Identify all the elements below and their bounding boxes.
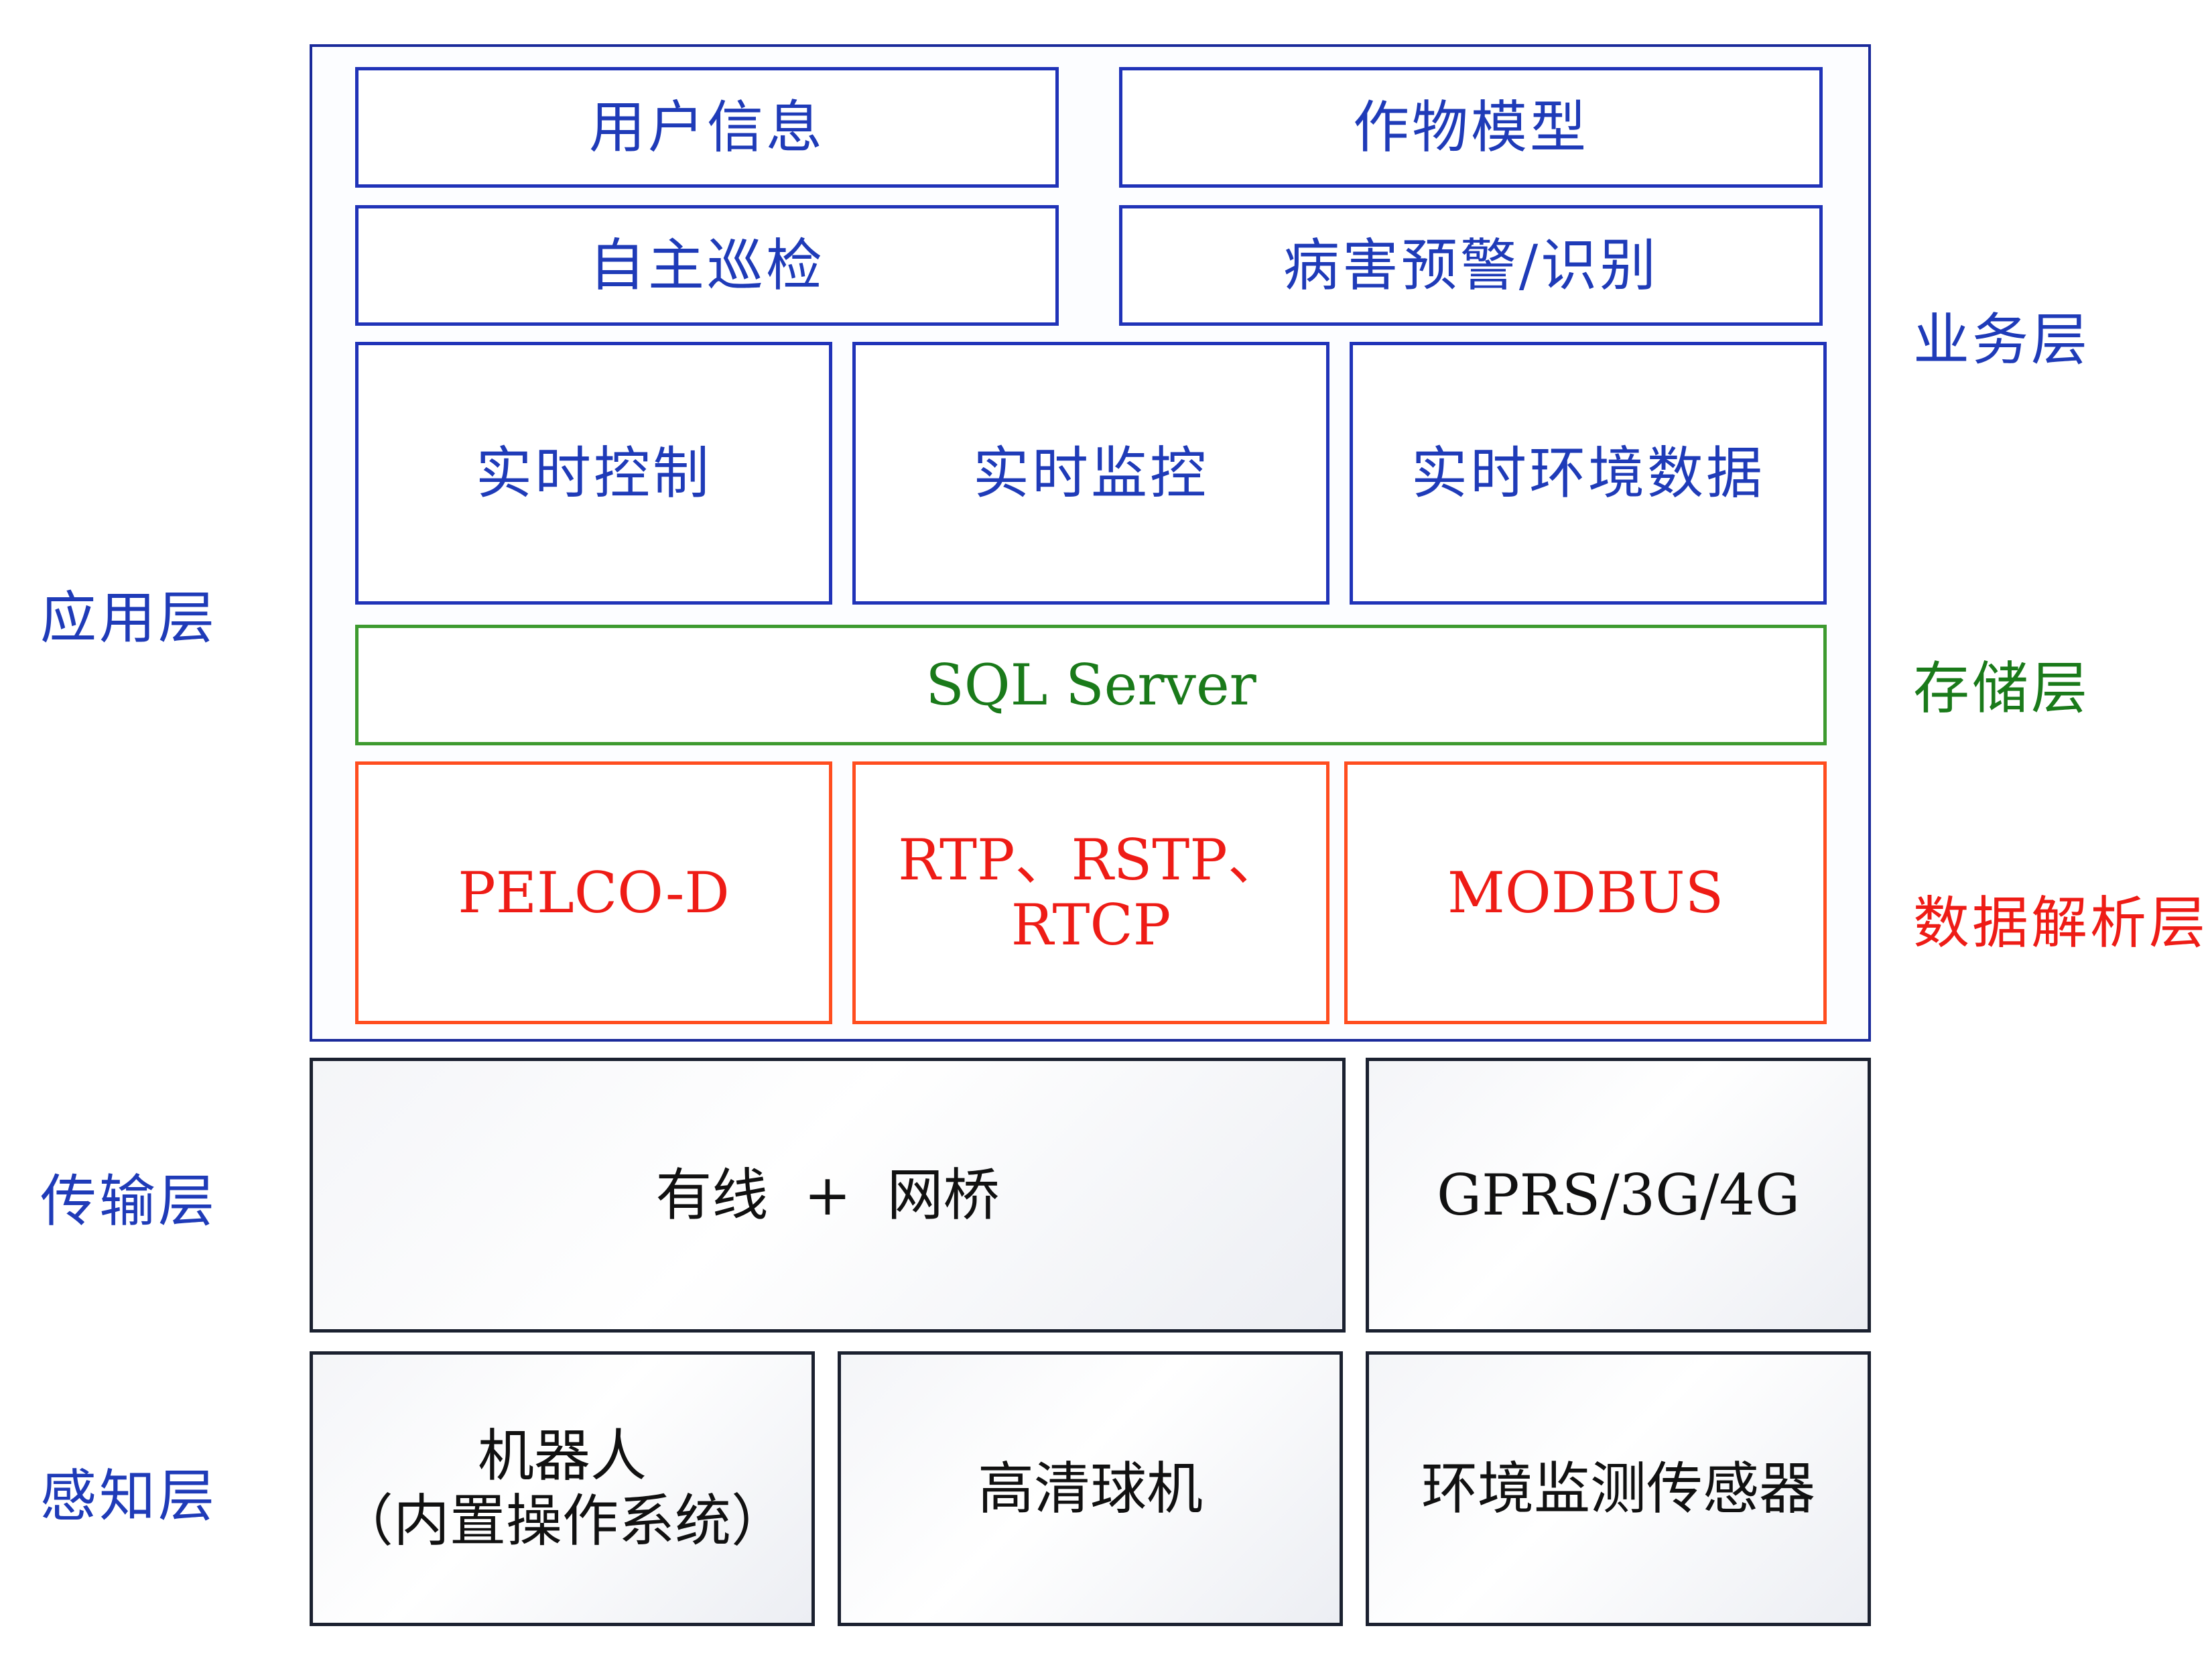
env-sensor-box: 环境监测传感器	[1366, 1351, 1871, 1626]
rtcp-line: RTCP	[1011, 892, 1171, 958]
pelco-d-box: PELCO-D	[355, 761, 832, 1024]
user-info-text: 用户信息	[588, 94, 825, 160]
sql-server-text: SQL Server	[925, 652, 1256, 718]
rtp-rstp-line: RTP、RSTP、	[898, 827, 1284, 893]
crop-model-text: 作物模型	[1352, 94, 1589, 160]
robot-box: 机器人 （内置操作系统）	[310, 1351, 815, 1626]
env-sensor-text: 环境监测传感器	[1421, 1455, 1815, 1522]
gprs-3g-4g-text: GPRS/3G/4G	[1436, 1162, 1801, 1228]
application-layer-label: 应用层	[40, 585, 218, 651]
robot-text: 机器人 （内置操作系统）	[337, 1424, 787, 1553]
wired-bridge-box: 有线 + 网桥	[310, 1058, 1346, 1333]
realtime-monitor-box: 实时监控	[852, 342, 1329, 605]
robot-os-line: （内置操作系统）	[336, 1488, 787, 1554]
wired-bridge-text: 有线 + 网桥	[655, 1162, 1000, 1228]
rtp-rstp-rtcp-text: RTP、RSTP、 RTCP	[898, 828, 1284, 957]
storage-layer-label: 存储层	[1913, 656, 2091, 721]
realtime-control-text: 实时控制	[475, 440, 712, 506]
gprs-3g-4g-box: GPRS/3G/4G	[1366, 1058, 1871, 1333]
hd-dome-camera-box: 高清球机	[838, 1351, 1343, 1626]
realtime-env-data-box: 实时环境数据	[1350, 342, 1827, 605]
perception-layer-label: 感知层	[40, 1463, 218, 1529]
disease-warning-text: 病害预警/识别	[1283, 232, 1659, 298]
robot-line: 机器人	[477, 1423, 647, 1489]
hd-dome-camera-text: 高清球机	[977, 1455, 1203, 1522]
transport-layer-label: 传输层	[40, 1168, 218, 1234]
auto-patrol-text: 自主巡检	[588, 232, 825, 298]
rtp-rstp-rtcp-box: RTP、RSTP、 RTCP	[852, 761, 1329, 1024]
business-layer-label: 业务层	[1913, 307, 2091, 373]
disease-warning-box: 病害预警/识别	[1119, 205, 1823, 326]
modbus-text: MODBUS	[1447, 859, 1724, 926]
user-info-box: 用户信息	[355, 67, 1059, 188]
realtime-control-box: 实时控制	[355, 342, 832, 605]
auto-patrol-box: 自主巡检	[355, 205, 1059, 326]
realtime-env-data-text: 实时环境数据	[1411, 440, 1765, 506]
realtime-monitor-text: 实时监控	[972, 440, 1209, 506]
crop-model-box: 作物模型	[1119, 67, 1823, 188]
pelco-d-text: PELCO-D	[458, 859, 730, 926]
parsing-layer-label: 数据解析层	[1913, 890, 2209, 956]
sql-server-box: SQL Server	[355, 625, 1827, 745]
modbus-box: MODBUS	[1344, 761, 1827, 1024]
